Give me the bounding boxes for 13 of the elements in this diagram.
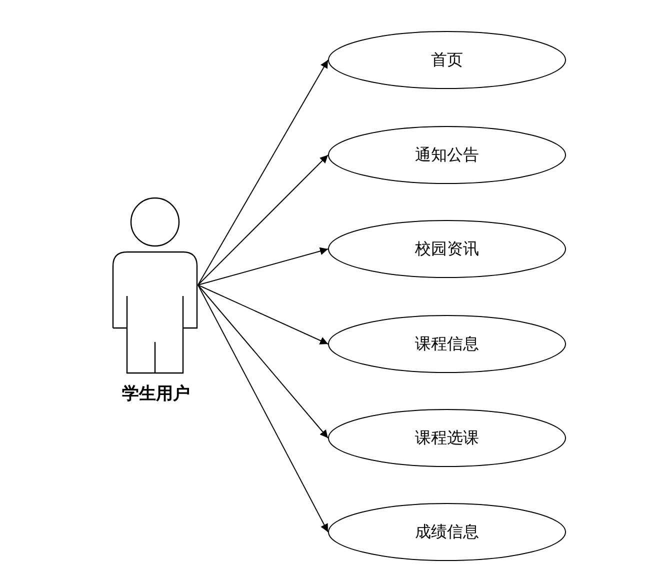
use-case-label: 成绩信息 [415,522,479,542]
use-case-label: 通知公告 [415,144,479,166]
arrow [198,154,328,286]
use-case-label: 课程选课 [415,428,479,448]
arrow [198,284,328,532]
use-case-label: 首页 [431,50,463,70]
arrow [198,284,328,438]
arrow [198,247,328,286]
arrow [198,284,328,344]
actor-label: 学生用户 [122,384,190,404]
use-case-label: 校园资讯 [415,238,479,260]
arrow [198,60,328,286]
use-case-label: 课程信息 [415,334,479,354]
